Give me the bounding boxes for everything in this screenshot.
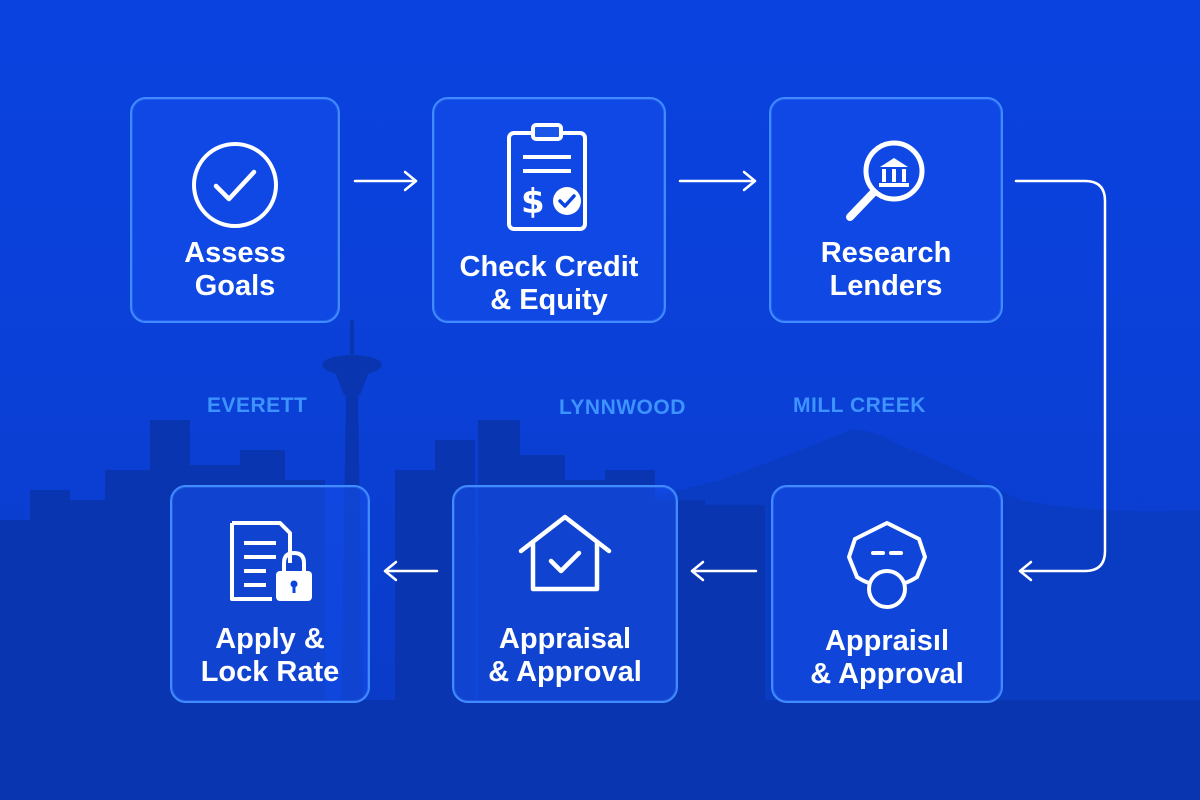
arrow-research-to-appraisal bbox=[1014, 179, 1107, 582]
clipboard-dollar-icon: $ bbox=[434, 121, 664, 233]
document-lock-icon bbox=[172, 519, 368, 605]
step-label: Appraisıl& Approval bbox=[810, 625, 964, 690]
city-label-mill-creek: MILL CREEK bbox=[793, 394, 926, 417]
house-face-icon bbox=[773, 517, 1001, 613]
arrow-appraisal-to-appraisal bbox=[690, 560, 758, 582]
house-check-icon bbox=[454, 511, 676, 595]
step-card-check-credit[interactable]: $ Check Credit& Equity bbox=[432, 97, 666, 323]
step-card-appraisal-right[interactable]: Appraisıl& Approval bbox=[771, 485, 1003, 703]
city-label-everett: EVERETT bbox=[207, 394, 308, 417]
arrow-appraisal-to-apply bbox=[383, 560, 439, 582]
step-label: Appraisal& Approval bbox=[488, 623, 642, 688]
check-circle-icon bbox=[132, 139, 338, 231]
magnifier-bank-icon bbox=[771, 131, 1001, 231]
city-label-lynnwood: LYNNWOOD bbox=[559, 396, 686, 419]
step-card-appraisal-middle[interactable]: Appraisal& Approval bbox=[452, 485, 678, 703]
step-label: Apply &Lock Rate bbox=[200, 623, 340, 688]
arrow-credit-to-research bbox=[678, 170, 757, 192]
step-label: Check Credit& Equity bbox=[459, 251, 639, 316]
arrow-assess-to-credit bbox=[353, 170, 418, 192]
step-card-apply-lock-rate[interactable]: Apply &Lock Rate bbox=[170, 485, 370, 703]
svg-text:$: $ bbox=[521, 182, 545, 222]
